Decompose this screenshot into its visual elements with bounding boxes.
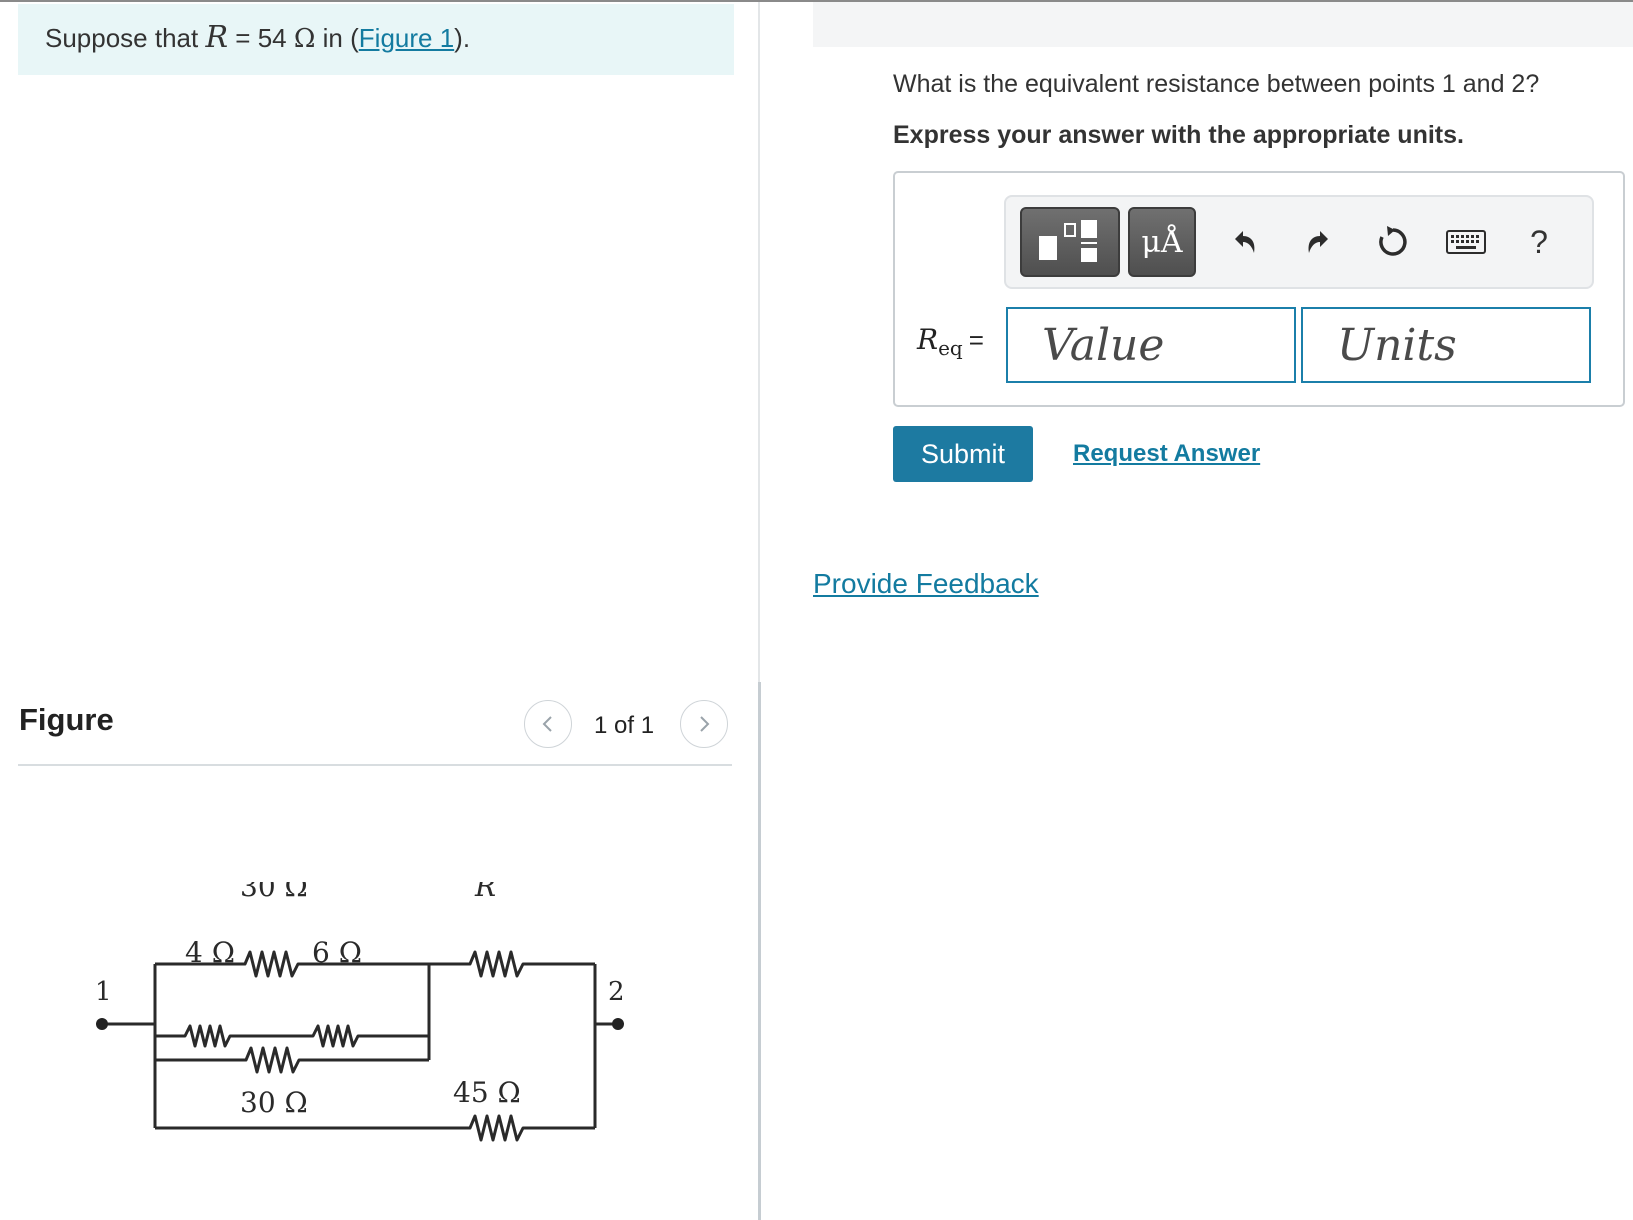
answer-box: μÅ (893, 171, 1625, 407)
prompt-suffix: ). (454, 23, 471, 53)
chevron-right-icon (700, 716, 710, 732)
reset-icon (1379, 226, 1407, 256)
units-input[interactable]: Units (1301, 307, 1591, 383)
previous-figure-button[interactable] (524, 700, 572, 748)
provide-feedback-link[interactable]: Provide Feedback (813, 568, 1039, 599)
keyboard-icon (1446, 230, 1486, 254)
label-30-ohm-bottom: 30 Ω (240, 1086, 308, 1119)
value-input[interactable]: Value (1006, 307, 1296, 383)
panel-divider (758, 2, 760, 1220)
question-text: What is the equivalent resistance betwee… (893, 70, 1540, 98)
chevron-left-icon (542, 716, 552, 732)
circuit-diagram: 30 Ω 4 Ω 6 Ω 30 Ω R 45 Ω 1 2 (95, 882, 625, 1142)
submit-button[interactable]: Submit (893, 426, 1033, 482)
redo-icon (1308, 231, 1328, 253)
keyboard-button[interactable] (1443, 219, 1489, 265)
left-panel: Suppose that R = 54 Ω in (Figure 1). Fig… (0, 2, 760, 1220)
next-figure-button[interactable] (680, 700, 728, 748)
units-button[interactable]: μÅ (1128, 207, 1196, 277)
request-answer-link[interactable]: Request Answer (1073, 440, 1261, 467)
figure-link[interactable]: Figure 1 (358, 23, 455, 53)
undo-icon (1235, 231, 1255, 253)
help-icon: ? (1530, 223, 1548, 260)
terminal-2 (612, 1018, 624, 1030)
req-label: Req= (917, 323, 984, 360)
req-equals: = (968, 325, 984, 355)
pager-label: 1 of 1 (594, 712, 655, 739)
figure-divider (18, 764, 732, 766)
prompt-unit: Ω (293, 24, 316, 54)
figure-title: Figure (19, 702, 114, 737)
units-icon: μÅ (1141, 224, 1183, 260)
top-rule (0, 0, 1633, 2)
templates-icon (1039, 220, 1097, 262)
prompt-variable: R (205, 20, 229, 55)
templates-button[interactable] (1020, 207, 1120, 277)
label-45-ohm: 45 Ω (453, 1076, 521, 1109)
req-variable: R (917, 323, 939, 356)
reset-button[interactable] (1370, 219, 1416, 265)
label-6-ohm: 6 Ω (312, 936, 362, 969)
label-30-ohm-top: 30 Ω (240, 882, 308, 903)
label-node-1: 1 (95, 977, 112, 1007)
math-toolbar: μÅ (1004, 195, 1594, 289)
instruction-text: Express your answer with the appropriate… (893, 121, 1464, 149)
prompt-prefix: Suppose that (45, 23, 199, 53)
undo-button[interactable] (1221, 219, 1267, 265)
problem-statement: Suppose that R = 54 Ω in (Figure 1). (18, 4, 734, 75)
redo-button[interactable] (1296, 219, 1342, 265)
prompt-in: in ( (322, 23, 359, 53)
label-4-ohm: 4 Ω (185, 936, 235, 969)
req-subscript: eq (938, 336, 963, 360)
label-node-2: 2 (608, 977, 625, 1007)
prompt-value: = 54 (235, 23, 287, 53)
label-r: R (474, 882, 496, 903)
right-header-bar (813, 2, 1633, 47)
terminal-1 (96, 1018, 108, 1030)
problem-text: Suppose that R = 54 Ω in (Figure 1). (45, 20, 470, 55)
help-button[interactable]: ? (1516, 219, 1562, 265)
panel-divider-scroll[interactable] (758, 682, 761, 1220)
figure-pager: 1 of 1 (524, 700, 732, 748)
